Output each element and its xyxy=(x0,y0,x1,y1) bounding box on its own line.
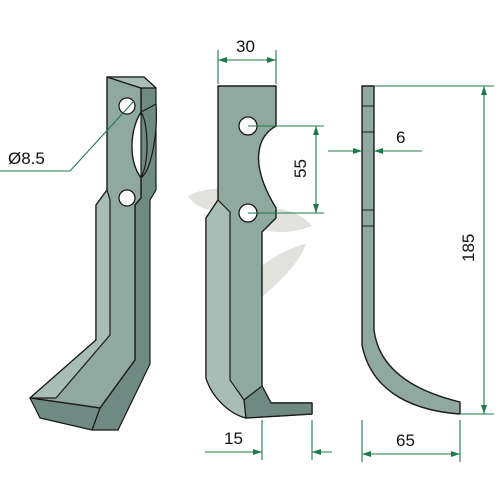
top-width-label: 30 xyxy=(236,37,255,56)
dimension-offset: 65 xyxy=(361,420,461,462)
blade-side-view xyxy=(361,85,461,415)
blade-side-outline xyxy=(361,85,461,415)
hole-diameter-label: Ø8.5 xyxy=(8,149,45,168)
mounting-hole-top xyxy=(118,97,136,115)
foot-width-label: 15 xyxy=(224,429,243,448)
dimension-hole-spacing: 55 xyxy=(248,125,324,214)
dimension-foot-width: 15 xyxy=(205,420,332,460)
hole-diameter-callout: Ø8.5 xyxy=(0,100,135,172)
total-height-label: 185 xyxy=(459,234,478,262)
offset-label: 65 xyxy=(396,431,415,450)
dimension-thickness: 6 xyxy=(328,128,422,154)
dimension-top-width: 30 xyxy=(217,37,277,84)
blade-front-view xyxy=(205,85,313,419)
thickness-label: 6 xyxy=(396,128,405,147)
dimension-total-height: 185 xyxy=(374,85,494,415)
blade-perspective-view xyxy=(29,76,157,431)
hole-spacing-label: 55 xyxy=(291,159,310,178)
mounting-hole-bottom xyxy=(118,189,136,207)
